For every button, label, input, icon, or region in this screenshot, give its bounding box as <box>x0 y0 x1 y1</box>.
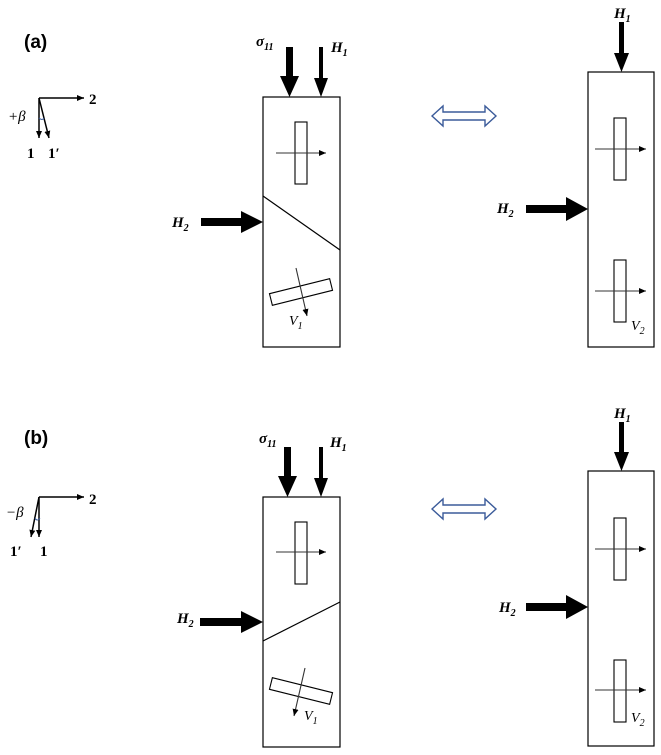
h2-label: H2 <box>176 611 194 630</box>
equivalent-specimen-rectangle <box>587 470 655 747</box>
h1-label: H1 <box>329 435 347 454</box>
panel-a-axes: +β 2 1 1′ <box>8 92 97 162</box>
v2-label: V2 <box>631 319 645 337</box>
panel-a-label: (a) <box>24 32 47 53</box>
h2-arrow <box>200 611 263 633</box>
lower-magnetization-bar <box>268 677 334 705</box>
h2-arrow <box>201 211 263 233</box>
h1-label: H1 <box>613 6 631 25</box>
axis-1-label: 1 <box>40 544 48 560</box>
equivalent-specimen-rectangle <box>587 71 655 348</box>
beta-angle-arc <box>38 117 45 120</box>
lower-magnetization-bar <box>613 659 627 723</box>
axis-1-prime-arrow <box>29 496 40 538</box>
inclined-boundary <box>262 195 341 251</box>
beta-angle-arc <box>34 517 41 521</box>
upper-magnetization-bar <box>294 521 308 585</box>
h2-label: H2 <box>171 215 189 234</box>
panel-b-axes: −β 2 1′ 1 <box>6 492 97 560</box>
h1-arrow <box>314 447 328 497</box>
v1-label: V1 <box>304 709 318 727</box>
beta-label: −β <box>6 505 24 521</box>
h2-arrow <box>526 595 588 619</box>
h2-arrow <box>526 197 588 221</box>
h1-label: H1 <box>613 406 631 425</box>
axis-2-label: 2 <box>89 492 97 508</box>
panel-b-left-block: σ11 H1 H2 V1 <box>176 431 347 748</box>
lower-magnetization-arrow <box>295 267 309 317</box>
panel-a-left-block: σ11 H1 H2 V1 <box>171 34 348 348</box>
h1-arrow <box>614 22 629 72</box>
lower-magnetization-arrow <box>292 667 306 717</box>
panel-a: (a) +β 2 1 1′ σ11 H1 H2 <box>8 6 655 348</box>
panel-b-right-block: H1 H2 V2 <box>498 406 655 747</box>
panel-b-label: (b) <box>24 428 48 449</box>
h1-arrow <box>614 422 629 471</box>
equivalence-arrow-icon <box>430 104 498 128</box>
sigma-11-arrow <box>280 47 299 97</box>
beta-label: +β <box>8 109 26 125</box>
h1-arrow <box>314 47 328 97</box>
axis-2-label: 2 <box>89 92 97 108</box>
axis-1-prime-label: 1′ <box>10 544 22 560</box>
inclined-boundary <box>262 601 341 642</box>
v2-label: V2 <box>631 711 645 729</box>
v1-label: V1 <box>289 314 303 332</box>
h2-label: H2 <box>496 201 514 220</box>
sigma-11-arrow <box>278 447 297 497</box>
sigma-11-label: σ11 <box>256 34 274 53</box>
sigma-11-label: σ11 <box>259 431 277 450</box>
axis-1-label: 1 <box>27 146 35 162</box>
panel-a-right-block: H1 H2 V2 <box>496 6 655 348</box>
h1-label: H1 <box>330 40 348 59</box>
equivalence-arrow-icon <box>430 497 498 521</box>
h2-label: H2 <box>498 600 516 619</box>
axis-1-prime-label: 1′ <box>48 146 60 162</box>
panel-b: (b) −β 2 1′ 1 σ11 H1 H2 V1 <box>6 406 655 748</box>
